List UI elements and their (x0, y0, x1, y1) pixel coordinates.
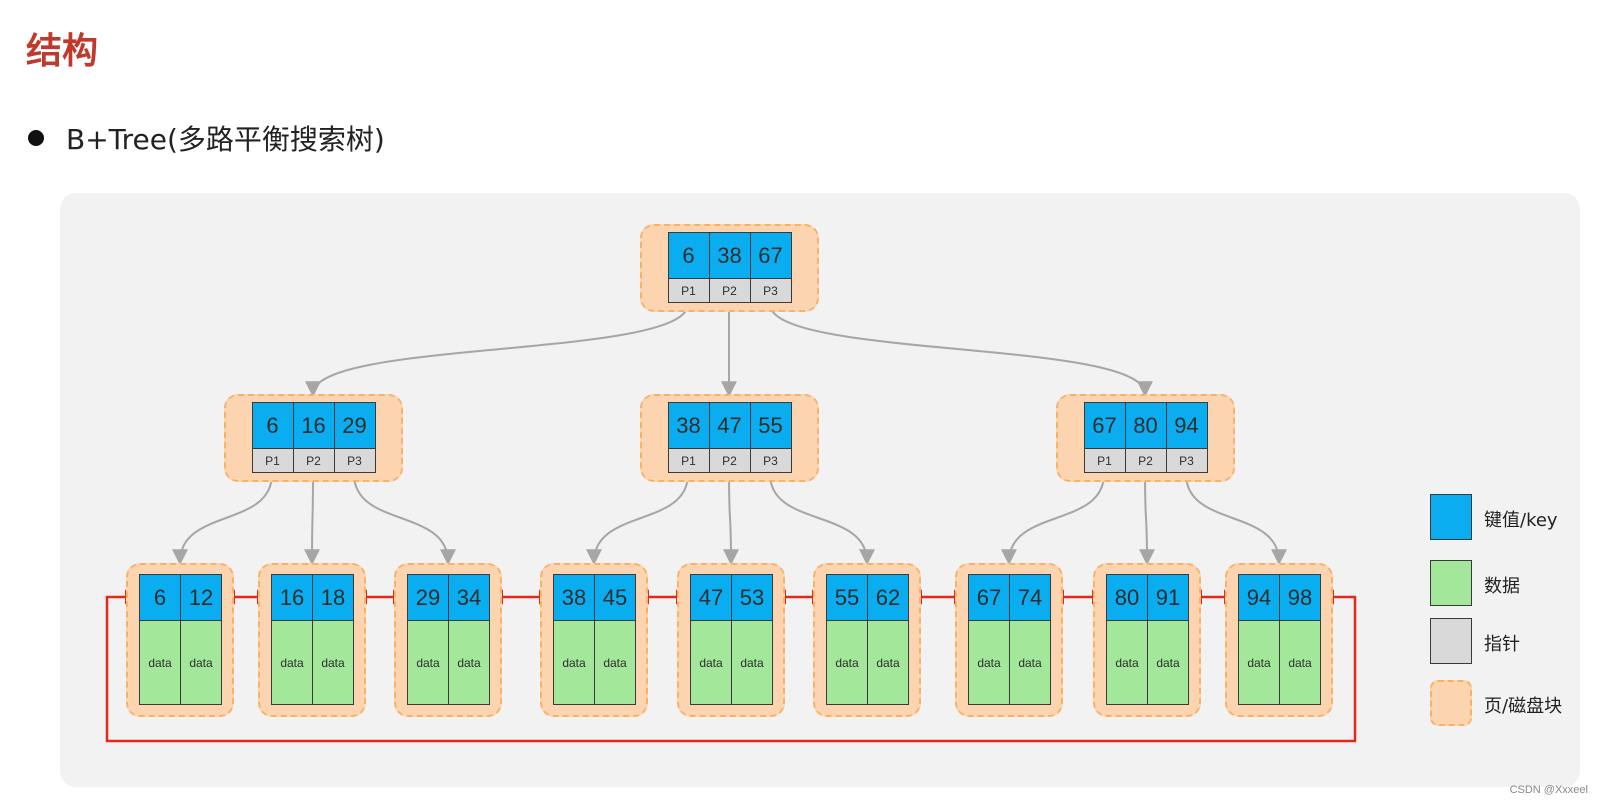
bullet-dot-icon (28, 130, 44, 146)
leaf-node-data: data (1238, 620, 1280, 705)
internal-node-key: 38 (667, 402, 710, 449)
leaf-node-data: data (826, 620, 868, 705)
internal-node-key: 94 (1165, 402, 1208, 449)
leaf-node-key: 91 (1147, 574, 1189, 621)
internal-node-key: 16 (292, 402, 335, 449)
leaf-node-data: data (867, 620, 909, 705)
tree-edge (305, 303, 689, 398)
leaf-node-data: data (139, 620, 181, 705)
root-node-key: 67 (749, 232, 792, 279)
root-node-pointer: P1 (667, 278, 710, 303)
internal-node-key: 67 (1083, 402, 1126, 449)
leaf-node-key: 47 (690, 574, 732, 621)
leaf-node-key: 80 (1106, 574, 1148, 621)
tree-edge (722, 473, 739, 566)
root-node-pointer: P2 (708, 278, 751, 303)
tree-edge (304, 473, 321, 566)
root-node-pointer: P3 (749, 278, 792, 303)
internal-node-pointer: P3 (749, 448, 792, 473)
leaf-node-data: data (1279, 620, 1321, 705)
bullet-text: B+Tree(多路平衡搜索树) (66, 123, 385, 156)
watermark: CSDN @Xxxeel (1509, 784, 1588, 796)
tree-edge (353, 473, 456, 566)
leaf-node-key: 18 (312, 574, 354, 621)
legend-label: 指针 (1484, 634, 1520, 655)
leaf-node-data: data (553, 620, 595, 705)
leaf-node-data: data (594, 620, 636, 705)
tree-edge (586, 473, 689, 566)
tree-edge (769, 303, 1153, 398)
leaf-node-data: data (448, 620, 490, 705)
root-node-key: 6 (667, 232, 710, 279)
internal-node-pointer: P2 (708, 448, 751, 473)
legend-label: 数据 (1484, 576, 1520, 597)
leaf-node-key: 74 (1009, 574, 1051, 621)
internal-node-pointer: P3 (333, 448, 376, 473)
leaf-node-data: data (180, 620, 222, 705)
leaf-node-key: 98 (1279, 574, 1321, 621)
leaf-node-data: data (407, 620, 449, 705)
internal-node-pointer: P2 (1124, 448, 1167, 473)
bullet-item: B+Tree(多路平衡搜索树) (28, 118, 385, 158)
leaf-node-key: 55 (826, 574, 868, 621)
internal-node-pointer: P2 (292, 448, 335, 473)
legend-swatch-data (1430, 560, 1472, 606)
internal-node-key: 6 (251, 402, 294, 449)
leaf-node-data: data (312, 620, 354, 705)
leaf-node-data: data (968, 620, 1010, 705)
leaf-node-key: 62 (867, 574, 909, 621)
internal-node-pointer: P1 (667, 448, 710, 473)
internal-node-pointer: P1 (1083, 448, 1126, 473)
leaf-node-key: 45 (594, 574, 636, 621)
leaf-loop-arrow (105, 589, 1357, 743)
internal-node-key: 80 (1124, 402, 1167, 449)
legend-swatch-page (1430, 680, 1472, 726)
legend-label: 键值/key (1484, 510, 1558, 531)
legend-swatch-key (1430, 494, 1472, 540)
root-node-key: 38 (708, 232, 751, 279)
leaf-node-data: data (731, 620, 773, 705)
leaf-node-key: 34 (448, 574, 490, 621)
leaf-node-key: 67 (968, 574, 1010, 621)
internal-node-key: 55 (749, 402, 792, 449)
leaf-node-key: 12 (180, 574, 222, 621)
leaf-node-data: data (690, 620, 732, 705)
leaf-node-data: data (1147, 620, 1189, 705)
internal-node-key: 29 (333, 402, 376, 449)
leaf-node-key: 16 (271, 574, 313, 621)
leaf-node-data: data (1009, 620, 1051, 705)
leaf-node-key: 94 (1238, 574, 1280, 621)
internal-node-pointer: P3 (1165, 448, 1208, 473)
leaf-node-key: 29 (407, 574, 449, 621)
legend-swatch-pointer (1430, 618, 1472, 664)
legend-label: 页/磁盘块 (1484, 696, 1563, 717)
tree-edge (172, 473, 273, 566)
tree-edge (1138, 473, 1155, 566)
leaf-node-key: 38 (553, 574, 595, 621)
tree-edge (1185, 473, 1287, 566)
tree-edge (769, 473, 875, 566)
internal-node-key: 47 (708, 402, 751, 449)
internal-node-pointer: P1 (251, 448, 294, 473)
leaf-node-key: 6 (139, 574, 181, 621)
leaf-node-key: 53 (731, 574, 773, 621)
leaf-node-data: data (1106, 620, 1148, 705)
page-title: 结构 (26, 31, 99, 72)
leaf-node-data: data (271, 620, 313, 705)
tree-edge (1001, 473, 1105, 566)
